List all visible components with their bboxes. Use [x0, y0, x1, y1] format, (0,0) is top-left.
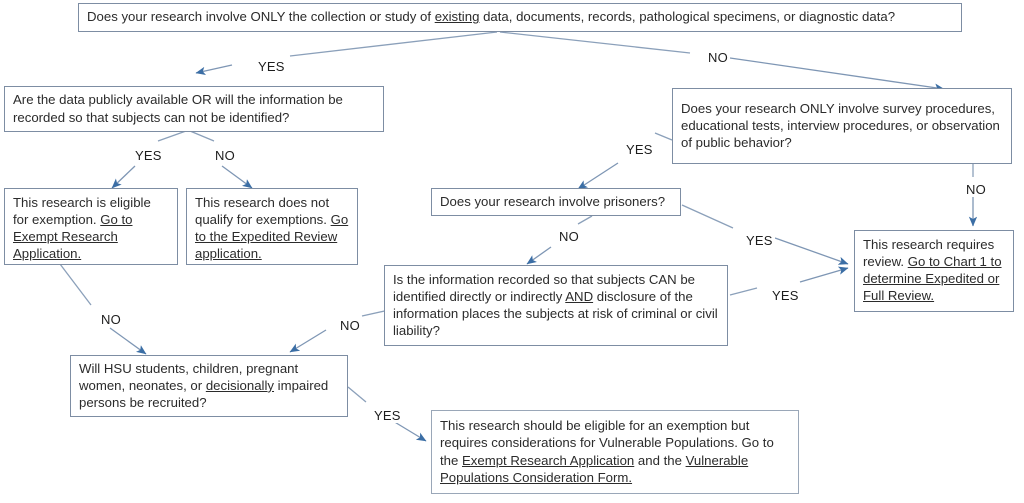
- connector-risk-yes-arrow: [799, 266, 849, 283]
- edge-survey-yes-label: YES: [624, 142, 655, 157]
- result-eligible-exemption-link[interactable]: Go to Exempt Research Application.: [13, 212, 133, 262]
- result-vulnerable-populations-link-vulnerable[interactable]: Vulnerable Populations Consideration For…: [440, 452, 749, 485]
- q-survey-procedures-text: Does your research ONLY involve survey p…: [681, 100, 1000, 151]
- q-existing-data-text-underlined: existing: [434, 9, 480, 25]
- result-not-qualify-link[interactable]: Go to the Expedited Review application.: [195, 212, 349, 262]
- connector-risk-yes: [729, 287, 758, 296]
- edge-public-yes-label: YES: [133, 148, 164, 163]
- edge-risk-yes-label: YES: [770, 288, 801, 303]
- connector-existing-no: [499, 31, 691, 54]
- result-eligible-exemption-text: This research is eligible for exemption.: [13, 195, 151, 228]
- result-vulnerable-populations[interactable]: This research should be eligible for an …: [431, 410, 799, 494]
- connector-public-no: [189, 130, 215, 142]
- q-identified-risk[interactable]: Is the information recorded so that subj…: [384, 265, 728, 346]
- connector-public-no-arrow: [221, 165, 253, 189]
- result-vulnerable-populations-text-b: and the: [634, 452, 686, 468]
- connector-existing-yes-arrow: [195, 64, 233, 76]
- q-existing-data[interactable]: Does your research involve ONLY the coll…: [78, 3, 962, 32]
- result-not-qualify[interactable]: This research does not qualify for exemp…: [186, 188, 358, 265]
- connector-prisoners-no-arrow: [526, 246, 552, 265]
- connector-exempt-no: [59, 263, 92, 306]
- q-vulnerable-recruited-text-b: impaired persons be recruited?: [79, 377, 329, 411]
- edge-public-no-label: NO: [213, 148, 237, 163]
- edge-prisoners-no-label: NO: [557, 229, 581, 244]
- edge-exempt-no-label: NO: [99, 312, 123, 327]
- edge-risk-no-label: NO: [338, 318, 362, 333]
- connector-survey-yes-arrow: [577, 162, 619, 190]
- edge-survey-no-label: NO: [964, 182, 988, 197]
- q-identified-risk-text-a: Is the information recorded so that subj…: [393, 271, 695, 304]
- q-publicly-available[interactable]: Are the data publicly available OR will …: [4, 86, 384, 132]
- q-existing-data-text-a: Does your research involve ONLY the coll…: [87, 9, 435, 25]
- edge-existing-yes-label: YES: [256, 59, 287, 74]
- edge-prisoners-yes-label: YES: [744, 233, 775, 248]
- connector-prisoners-no: [577, 215, 593, 225]
- connector-existing-no-arrow: [729, 57, 945, 92]
- q-survey-procedures[interactable]: Does your research ONLY involve survey p…: [672, 88, 1012, 164]
- q-existing-data-text-b: data, documents, records, pathological s…: [479, 9, 896, 25]
- q-prisoners-text: Does your research involve prisoners?: [440, 193, 666, 209]
- result-not-qualify-text: This research does not qualify for exemp…: [195, 195, 331, 228]
- result-requires-review[interactable]: This research requires review. Go to Cha…: [854, 230, 1014, 312]
- connector-prisoners-yes-arrow: [774, 237, 849, 265]
- result-vulnerable-populations-text-a: This research should be eligible for an …: [440, 418, 774, 468]
- q-vulnerable-recruited-text-underlined: decisionally: [205, 377, 275, 393]
- connector-vulnerable-yes: [347, 386, 367, 403]
- q-prisoners[interactable]: Does your research involve prisoners?: [431, 188, 681, 216]
- q-identified-risk-text-b: disclosure of the information places the…: [393, 288, 718, 339]
- result-vulnerable-populations-link-exempt[interactable]: Exempt Research Application: [462, 452, 635, 468]
- result-requires-review-text: This research requires review.: [863, 237, 995, 270]
- edge-vulnerable-yes-label: YES: [372, 408, 403, 423]
- connector-existing-yes: [289, 31, 498, 57]
- q-vulnerable-recruited-text-a: Will HSU students, children, pregnant wo…: [79, 360, 299, 393]
- connector-public-yes-arrow: [111, 165, 136, 189]
- q-publicly-available-text: Are the data publicly available OR will …: [13, 92, 343, 125]
- connector-risk-no-arrow: [289, 329, 327, 353]
- q-vulnerable-recruited[interactable]: Will HSU students, children, pregnant wo…: [70, 355, 348, 417]
- q-identified-risk-text-underlined: AND: [565, 288, 594, 304]
- connector-exempt-no-arrow: [109, 327, 147, 355]
- edge-existing-no-label: NO: [706, 50, 730, 65]
- result-eligible-exemption[interactable]: This research is eligible for exemption.…: [4, 188, 178, 265]
- result-requires-review-link[interactable]: Go to Chart 1 to determine Expedited or …: [863, 254, 1002, 304]
- connector-survey-yes: [654, 132, 673, 141]
- connector-public-yes: [157, 130, 187, 142]
- connector-prisoners-yes: [681, 204, 734, 229]
